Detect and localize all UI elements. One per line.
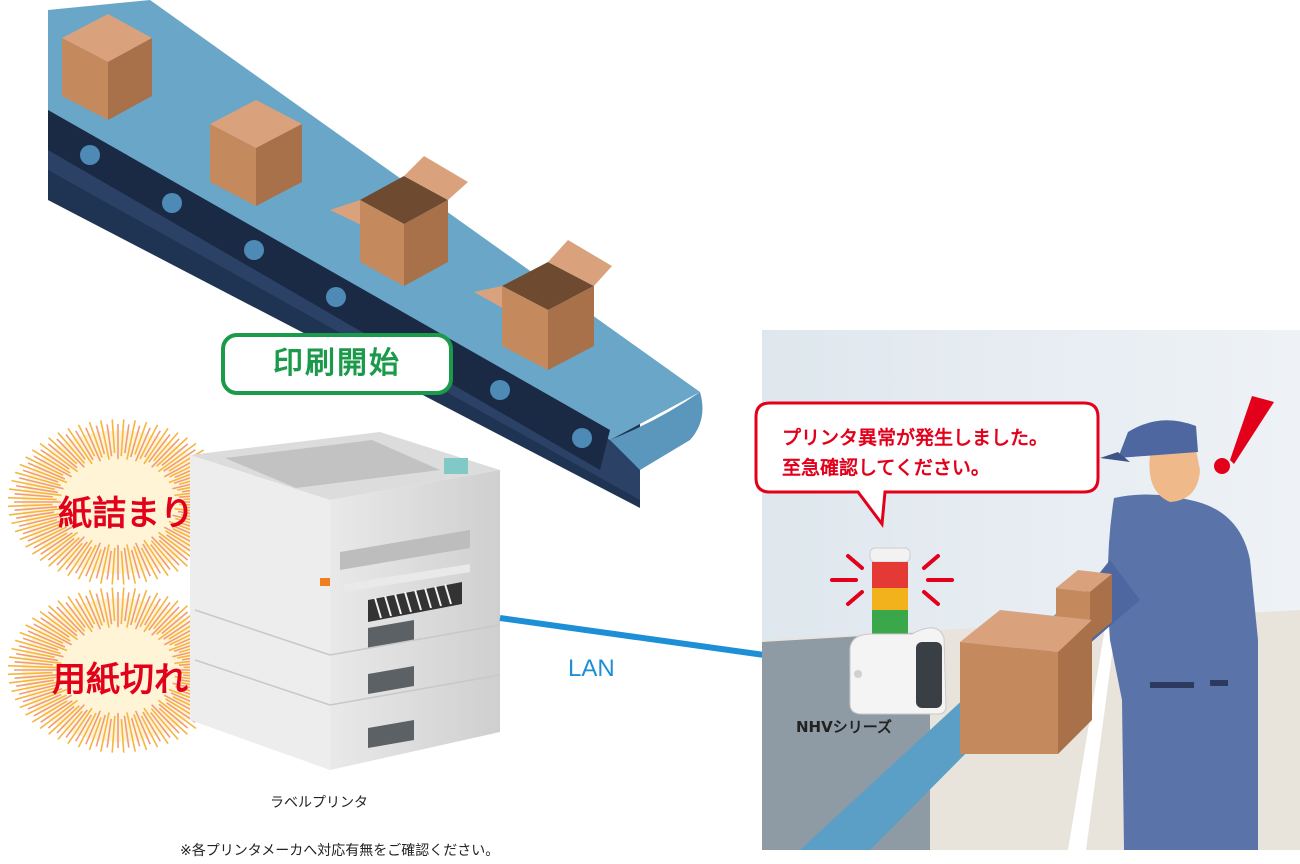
printer-label: ラベルプリンタ	[270, 795, 368, 811]
closed-box	[210, 100, 302, 206]
starburst-paper-jam	[7, 419, 229, 585]
paper-out-label: 用紙切れ	[52, 660, 188, 700]
alert-message-line2: 至急確認してください。	[782, 457, 990, 479]
footnote: ※各プリンタメーカへ対応有無をご確認ください。	[180, 843, 500, 859]
paper-jam-label: 紙詰まり	[58, 494, 194, 534]
exclamation-icon	[1230, 396, 1274, 464]
open-box	[330, 156, 468, 286]
alert-message: プリンタ異常が発生しました。 至急確認してください。	[782, 423, 1048, 483]
device-label: NHVシリーズ	[796, 718, 892, 736]
alert-message-line1: プリンタ異常が発生しました。	[782, 427, 1049, 449]
speech-bubble	[754, 401, 1100, 529]
label-printer	[190, 432, 501, 770]
closed-box	[62, 14, 152, 120]
signal-tower-nhv	[830, 547, 954, 715]
carried-box	[960, 570, 1112, 754]
flash-lines-icon	[830, 554, 954, 606]
open-box	[474, 240, 612, 370]
print-start-badge: 印刷開始	[221, 333, 453, 395]
lan-label: LAN	[568, 655, 615, 682]
